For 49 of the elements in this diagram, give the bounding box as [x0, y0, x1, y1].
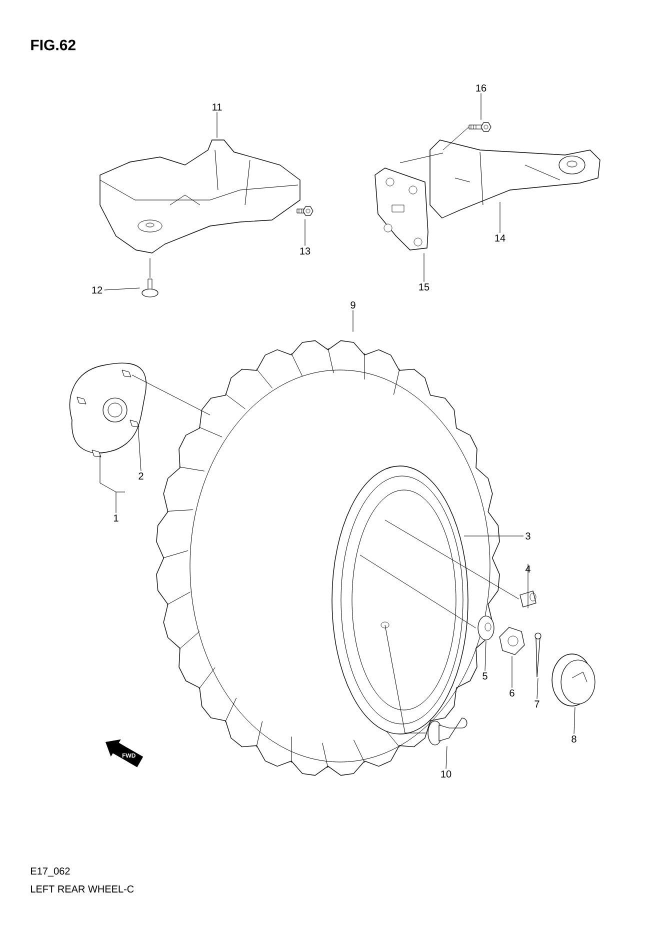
callout-number: 3: [526, 532, 530, 540]
cotter-pin-drawing: [534, 632, 542, 678]
callout-number: 5: [482, 672, 488, 680]
leader-line: [536, 678, 538, 700]
castle-nut-drawing: [499, 626, 525, 656]
bracket-drawing: [430, 140, 600, 218]
bolt-drawing: [296, 206, 314, 216]
figure-title: FIG.62: [31, 40, 76, 50]
bolt-drawing: [142, 278, 158, 298]
cover-drawing: [100, 140, 300, 254]
leader-line: [216, 112, 218, 138]
leader-line: [104, 288, 140, 290]
nut-drawing: [520, 590, 536, 608]
callout-number: 12: [92, 286, 102, 294]
callout-number: 2: [138, 472, 144, 480]
rim-drawing: [332, 466, 468, 734]
cap-drawing: [552, 654, 596, 706]
drawing-code: E17_062: [31, 868, 70, 876]
callout-number: 6: [510, 689, 514, 697]
clamp-drawing: [374, 168, 428, 250]
callout-number: 13: [300, 247, 310, 255]
assembly-line: [400, 152, 444, 164]
assembly-line: [384, 624, 426, 734]
bolt-drawing: [468, 122, 492, 132]
callout-number: 1: [114, 514, 118, 522]
leader-line: [138, 424, 142, 472]
assembly-line: [384, 520, 520, 600]
leader-line: [304, 218, 306, 246]
leader-line: [352, 310, 354, 332]
callout-number: 10: [441, 770, 452, 778]
callout-number: 11: [212, 104, 222, 110]
leader-line: [100, 454, 126, 514]
leader-line: [446, 746, 448, 770]
leader-line: [574, 706, 576, 734]
leader-line: [480, 93, 482, 120]
callout-number: 4: [525, 566, 530, 572]
callout-number: 16: [476, 84, 486, 92]
figure-caption: LEFT REAR WHEEL-C: [31, 885, 134, 893]
valve-drawing: [428, 718, 468, 746]
callout-number: 9: [350, 301, 356, 309]
hub-drawing: [70, 362, 147, 458]
callout-number: 14: [495, 234, 506, 242]
callout-number: 15: [419, 284, 430, 290]
leader-line: [484, 640, 486, 672]
assembly-line: [132, 374, 210, 416]
assembly-line: [360, 554, 476, 628]
assembly-line: [442, 126, 470, 150]
callout-number: 8: [572, 735, 576, 743]
callout-number: 7: [534, 700, 540, 708]
